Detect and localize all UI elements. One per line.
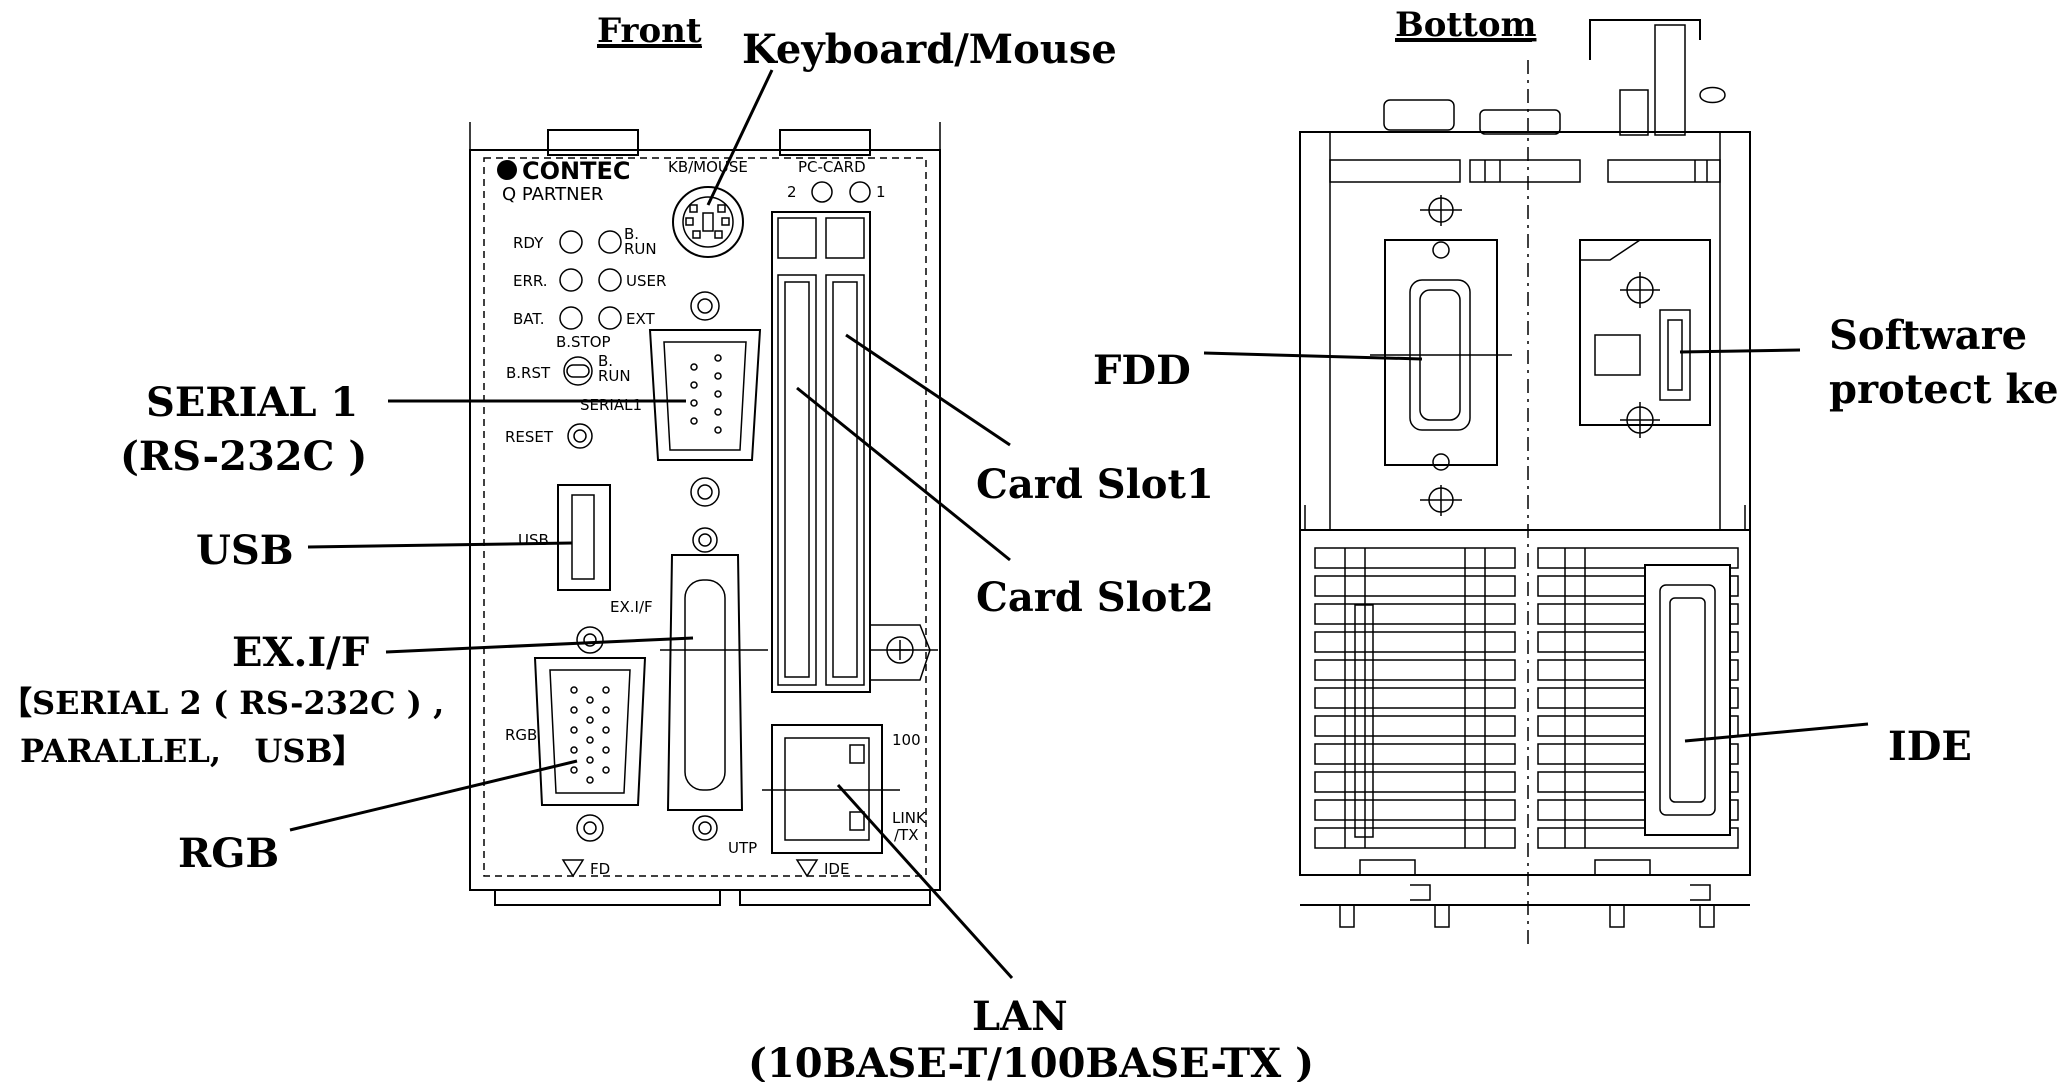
fdd-leader	[1203, 351, 1423, 361]
vent-fins-right	[1537, 547, 1739, 849]
front-view: CONTEC Q PARTNER KB/MOUSE PC-CARD 2 1 RD…	[469, 122, 941, 906]
mode-switch-icon	[563, 356, 593, 386]
front-top-tab-left	[547, 129, 639, 156]
led-ext-icon	[598, 306, 622, 330]
ide-callout: IDE	[1888, 723, 1972, 770]
led-ext-label: EXT	[626, 310, 655, 328]
led-bat-icon	[559, 306, 583, 330]
serial1-callout-line1: SERIAL 1	[146, 379, 358, 426]
led-user-icon	[598, 268, 622, 292]
rgb-panel-label: RGB	[505, 726, 537, 744]
software-protect-key-callout-line2: protect key	[1829, 366, 2057, 413]
pc-card-led-1-icon	[849, 181, 871, 203]
switch-b-run-label-1: B.	[598, 352, 613, 370]
serial1-connector-icon	[648, 291, 762, 507]
kb-mouse-panel-label: KB/MOUSE	[668, 158, 748, 176]
contec-logo-icon	[497, 160, 517, 180]
front-panel-dashed-border	[483, 157, 927, 877]
pc-card-1-label: 1	[876, 183, 886, 201]
lan-callout-line1: LAN	[972, 993, 1068, 1040]
keyboard-mouse-connector-icon	[672, 186, 744, 258]
bottom-header: Bottom	[1395, 5, 1537, 45]
led-err-label: ERR.	[513, 272, 548, 290]
pc-card-2-label: 2	[787, 183, 797, 201]
keyboard-mouse-callout: Keyboard/Mouse	[742, 26, 1117, 73]
front-panel-body	[469, 149, 941, 891]
din-hook-icon	[1589, 19, 1701, 60]
front-header: Front	[597, 11, 702, 51]
led-b-run-label-2: RUN	[624, 240, 657, 258]
ide-triangle-icon	[795, 859, 819, 878]
usb-leader	[307, 541, 573, 549]
lan-callout-line2: (10BASE-T/100BASE-TX )	[748, 1040, 1314, 1082]
led-rdy-label: RDY	[513, 234, 544, 252]
software-protect-key-callout-line1: Software	[1829, 312, 2027, 359]
lan-leader	[836, 783, 1014, 980]
pc-card-led-2-icon	[811, 181, 833, 203]
serial1-panel-label: SERIAL1	[580, 396, 642, 414]
ide-panel-label: IDE	[824, 860, 849, 878]
card-slot2-leader	[796, 386, 1011, 562]
exif-detail-line2: PARALLEL, USB】	[20, 732, 365, 770]
model-text: Q PARTNER	[502, 184, 603, 205]
reset-label: RESET	[505, 428, 554, 446]
fd-panel-label: FD	[590, 860, 610, 878]
usb-panel-label: USB	[518, 531, 549, 549]
software-protect-key-leader	[1679, 348, 1801, 354]
link-tx-label-2: /TX	[894, 826, 919, 844]
led-user-label: USER	[626, 272, 666, 290]
usb-port-icon	[557, 484, 611, 591]
exif-connector-icon	[660, 527, 768, 841]
ide-leader	[1684, 722, 1869, 743]
reset-button-icon	[567, 423, 593, 449]
din-rail-clip	[1654, 24, 1686, 136]
ide-connector-icon	[1644, 564, 1731, 836]
serial1-callout-line2: (RS-232C )	[120, 433, 367, 480]
led-b-run-label-1: B.	[624, 225, 639, 243]
fd-triangle-icon	[561, 859, 585, 878]
front-bottom-tab-right	[739, 890, 931, 906]
b-rst-label: B.RST	[506, 364, 551, 382]
lan-100-label: 100	[892, 731, 921, 749]
led-b-run-icon	[598, 230, 622, 254]
led-err-icon	[559, 268, 583, 292]
exif-panel-label: EX.I/F	[610, 598, 653, 616]
card-slot1-leader	[845, 333, 1011, 447]
front-top-tab-right	[779, 129, 871, 156]
vent-fins-left	[1314, 547, 1516, 849]
link-tx-label-1: LINK	[892, 809, 927, 827]
switch-b-run-label-2: RUN	[598, 367, 631, 385]
pc-card-panel-label: PC-CARD	[798, 158, 866, 176]
card-slot2-callout: Card Slot2	[976, 574, 1214, 621]
software-protect-key-icon	[1579, 239, 1711, 438]
b-stop-label: B.STOP	[556, 333, 611, 351]
card-slot-screw-icon	[870, 624, 938, 681]
lan-connector-icon	[762, 724, 900, 854]
card-slot1-callout: Card Slot1	[976, 461, 1214, 508]
exif-leader	[385, 636, 694, 654]
exif-detail-line1: 【SERIAL 2 ( RS-232C ) ,	[0, 684, 444, 722]
rgb-callout: RGB	[178, 830, 279, 877]
rgb-connector-icon	[533, 626, 647, 842]
usb-callout: USB	[196, 527, 294, 574]
rgb-leader	[289, 759, 578, 832]
keyboard-mouse-leader	[706, 69, 774, 206]
leader-lines	[289, 69, 1869, 980]
fdd-callout: FDD	[1093, 347, 1191, 394]
utp-panel-label: UTP	[728, 839, 757, 857]
pc-card-slot-column	[771, 211, 871, 693]
bottom-view	[1299, 19, 1751, 945]
front-bottom-tab-left	[494, 890, 721, 906]
status-leds: RDY B. RUN ERR. USER BAT. EXT	[513, 225, 666, 330]
fdd-connector-icon	[1370, 195, 1512, 516]
brand-text: CONTEC	[522, 157, 630, 185]
exif-callout: EX.I/F	[232, 629, 369, 676]
led-rdy-icon	[559, 230, 583, 254]
led-bat-label: BAT.	[513, 310, 545, 328]
